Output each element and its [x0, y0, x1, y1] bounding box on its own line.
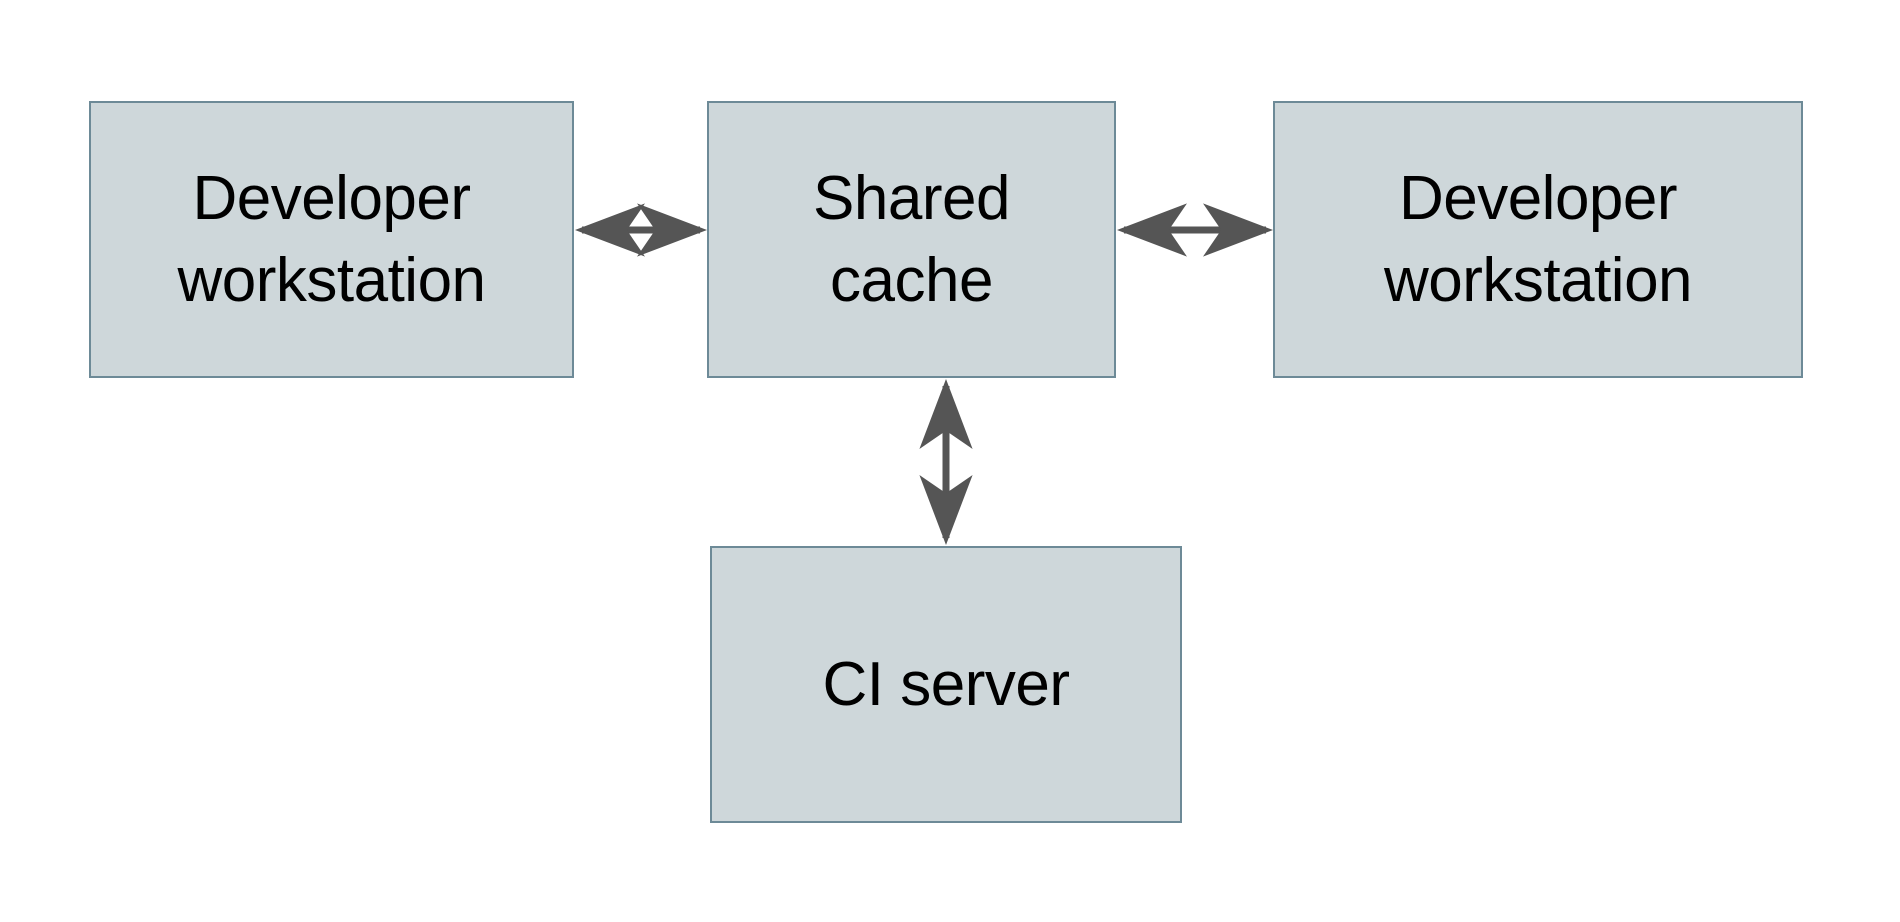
node-shared-cache[interactable]: Shared cache	[707, 101, 1116, 378]
node-label-ci-server: CI server	[822, 649, 1070, 719]
node-ci-server[interactable]: CI server	[710, 546, 1182, 823]
node-label-shared-cache: Shared cache	[813, 163, 1010, 315]
node-developer-workstation-right[interactable]: Developer workstation	[1273, 101, 1803, 378]
node-label-developer-workstation-left: Developer workstation	[177, 163, 486, 315]
node-label-developer-workstation-right: Developer workstation	[1383, 163, 1693, 315]
node-developer-workstation-left[interactable]: Developer workstation	[89, 101, 574, 378]
